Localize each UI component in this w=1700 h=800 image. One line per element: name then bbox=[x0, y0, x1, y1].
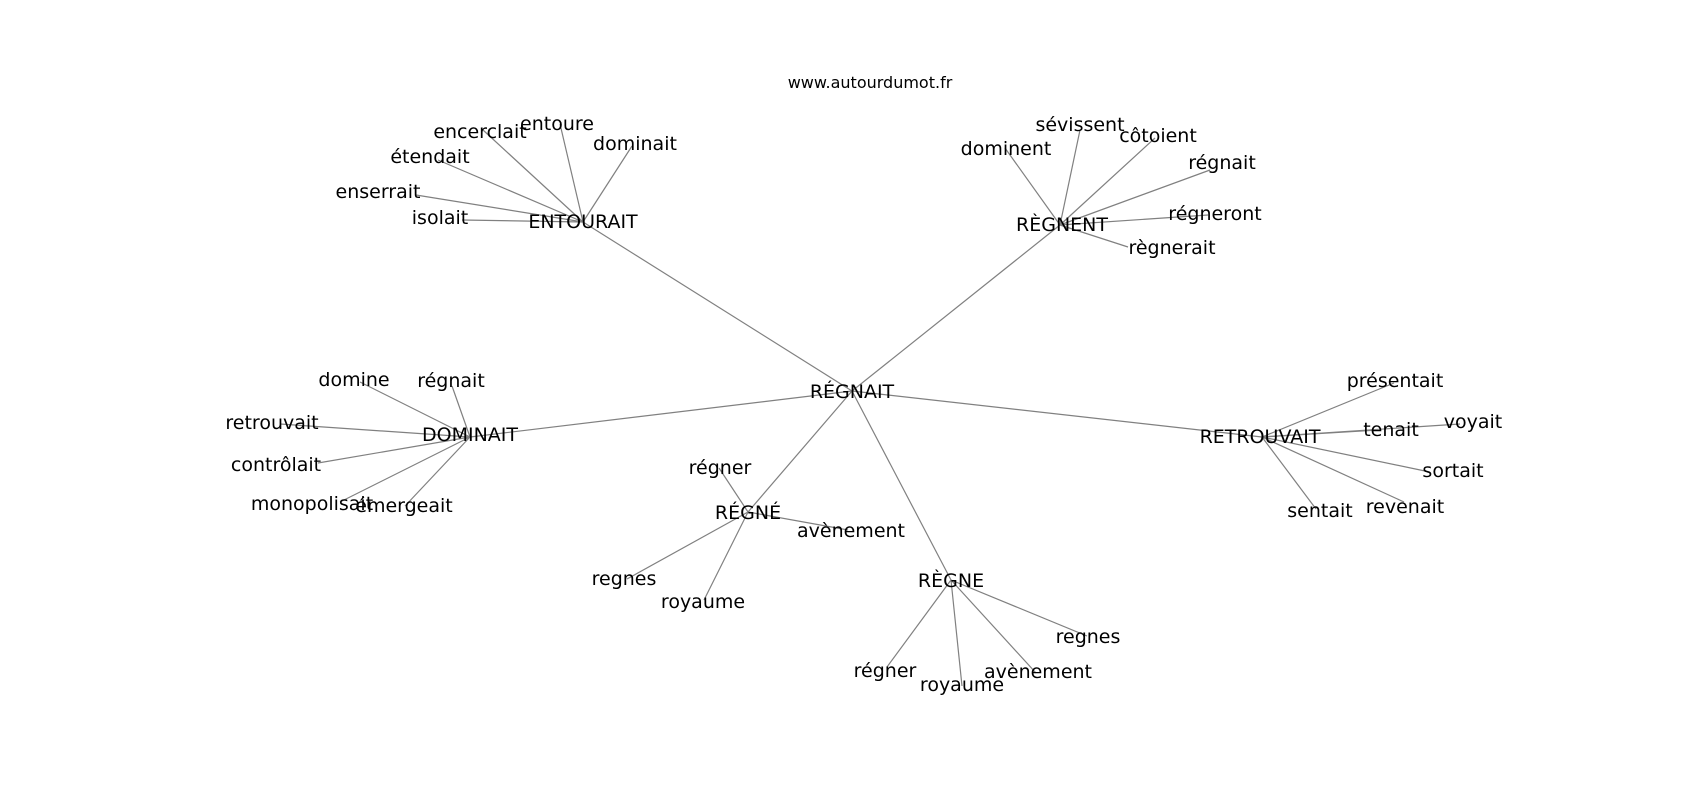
leaf-word: émergeait bbox=[355, 495, 453, 517]
edge-regne-leaf-3 bbox=[950, 579, 1037, 674]
edge-retrouvait-leaf-0 bbox=[1261, 382, 1395, 438]
leaf-word: monopolisait bbox=[251, 493, 373, 515]
leaf-word: régnait bbox=[1188, 152, 1256, 174]
edge-entourait-leaf-2 bbox=[582, 145, 633, 223]
leaf-word: avènement bbox=[797, 520, 905, 542]
leaf-word: sortait bbox=[1422, 460, 1483, 482]
edge-retrouvait-leaf-3 bbox=[1261, 436, 1426, 472]
edge-regne-leaf-2 bbox=[950, 579, 963, 687]
leaf-word: isolait bbox=[412, 207, 468, 229]
edge-center-regne bbox=[851, 390, 952, 581]
leaf-word: sévissent bbox=[1035, 114, 1124, 136]
edge-regnent-leaf-0 bbox=[1059, 129, 1081, 226]
edge-dominait-leaf-3 bbox=[317, 436, 471, 464]
edge-regnent-leaf-5 bbox=[1059, 224, 1129, 248]
edge-entourait-leaf-4 bbox=[415, 194, 584, 223]
edge-center-dominait bbox=[469, 390, 853, 438]
leaf-word: voyait bbox=[1444, 411, 1502, 433]
edge-retrouvait-leaf-2 bbox=[1261, 423, 1461, 438]
edge-regne-participe-leaf-1 bbox=[747, 511, 849, 531]
leaf-word: présentait bbox=[1347, 370, 1444, 392]
edge-dominait-leaf-0 bbox=[359, 381, 471, 438]
edge-dominait-leaf-1 bbox=[451, 385, 471, 438]
leaf-word: royaume bbox=[661, 591, 745, 613]
edge-entourait-leaf-5 bbox=[461, 219, 584, 223]
site-title: www.autourdumot.fr bbox=[788, 73, 953, 92]
hub-word-regnent: RÈGNENT bbox=[1016, 213, 1108, 236]
hub-word-retrouvait: RETROUVAIT bbox=[1200, 426, 1321, 448]
leaf-word: sentait bbox=[1287, 500, 1352, 522]
leaf-word: régnait bbox=[417, 370, 485, 392]
edge-regnent-leaf-4 bbox=[1059, 214, 1209, 226]
leaf-word: royaume bbox=[920, 674, 1004, 696]
edge-dominait-leaf-2 bbox=[279, 423, 471, 438]
leaf-word: régner bbox=[689, 457, 752, 479]
edge-regnent-leaf-1 bbox=[1059, 137, 1156, 226]
hub-word-regne-participe: RÉGNÉ bbox=[715, 501, 781, 524]
graph-edges bbox=[279, 123, 1461, 687]
hub-word-entourait: ENTOURAIT bbox=[528, 211, 638, 233]
leaf-word: dominent bbox=[961, 138, 1052, 160]
center-word: RÉGNAIT bbox=[810, 380, 895, 403]
edge-entourait-leaf-3 bbox=[437, 159, 584, 223]
leaf-word: étendait bbox=[390, 146, 469, 168]
edge-regne-participe-leaf-3 bbox=[703, 511, 749, 601]
leaf-word: contrôlait bbox=[231, 454, 321, 476]
edge-center-regnent bbox=[851, 224, 1061, 392]
edge-regne-leaf-0 bbox=[950, 579, 1088, 637]
edge-regnent-leaf-2 bbox=[1004, 147, 1061, 226]
edge-regnent-leaf-3 bbox=[1059, 169, 1211, 226]
leaf-word: revenait bbox=[1366, 496, 1444, 518]
edge-center-entourait bbox=[582, 221, 853, 392]
graph-labels: RÉGNAIT ENTOURAIT encerclaitentouredominai… bbox=[225, 113, 1502, 696]
leaf-word: entoure bbox=[520, 113, 594, 135]
edge-retrouvait-leaf-4 bbox=[1261, 436, 1317, 510]
leaf-word: avènement bbox=[984, 661, 1092, 683]
leaf-word: retrouvait bbox=[225, 412, 318, 434]
leaf-word: regnes bbox=[1056, 626, 1121, 648]
edge-regne-participe-leaf-0 bbox=[718, 467, 749, 513]
hub-word-regne: RÈGNE bbox=[918, 569, 984, 592]
leaf-word: tenait bbox=[1363, 419, 1419, 441]
edge-center-retrouvait bbox=[851, 390, 1263, 438]
edge-dominait-leaf-5 bbox=[404, 436, 471, 507]
edge-entourait-leaf-1 bbox=[559, 123, 584, 223]
leaf-word: côtoient bbox=[1119, 125, 1197, 147]
leaf-word: enserrait bbox=[336, 181, 421, 203]
edge-regne-participe-leaf-2 bbox=[626, 511, 749, 580]
leaf-word: regnes bbox=[592, 568, 657, 590]
leaf-word: encerclait bbox=[433, 121, 526, 143]
hub-word-dominait: DOMINAIT bbox=[422, 424, 518, 446]
leaf-word: dominait bbox=[593, 133, 677, 155]
leaf-word: règnerait bbox=[1128, 237, 1215, 259]
edge-regne-leaf-1 bbox=[886, 579, 952, 668]
leaf-word: régneront bbox=[1168, 203, 1261, 225]
leaf-word: régner bbox=[854, 660, 917, 682]
leaf-word: domine bbox=[318, 369, 389, 391]
edge-center-regne-participe bbox=[747, 390, 853, 513]
edge-dominait-leaf-4 bbox=[339, 436, 471, 503]
edge-entourait-leaf-0 bbox=[482, 129, 584, 223]
edge-retrouvait-leaf-5 bbox=[1261, 436, 1405, 503]
